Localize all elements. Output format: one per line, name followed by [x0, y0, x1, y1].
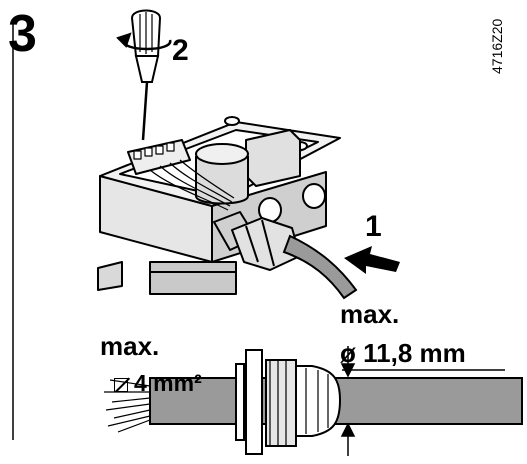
step-number: 3: [8, 5, 37, 63]
wire-max-label: max.: [100, 331, 160, 361]
cable: [282, 234, 358, 300]
callout-screwdriver-step: 2: [172, 34, 189, 67]
gland-cross-section: [104, 349, 523, 455]
cable-max-label: max.: [340, 299, 400, 329]
cable-diameter: ø 11,8 mm: [340, 338, 466, 368]
wire-cross-section-value: 4 mm²: [134, 370, 202, 396]
housing: [97, 116, 341, 295]
document-id: 4716Z20: [489, 18, 505, 74]
wire-cross-section: 4 mm²: [114, 372, 202, 395]
diameter-dimension: [340, 346, 505, 456]
callout-cable-step: 1: [365, 210, 382, 243]
insert-arrow-icon: [344, 246, 400, 274]
square-cross-section-icon: [114, 378, 128, 392]
screwdriver-icon: [116, 9, 172, 141]
